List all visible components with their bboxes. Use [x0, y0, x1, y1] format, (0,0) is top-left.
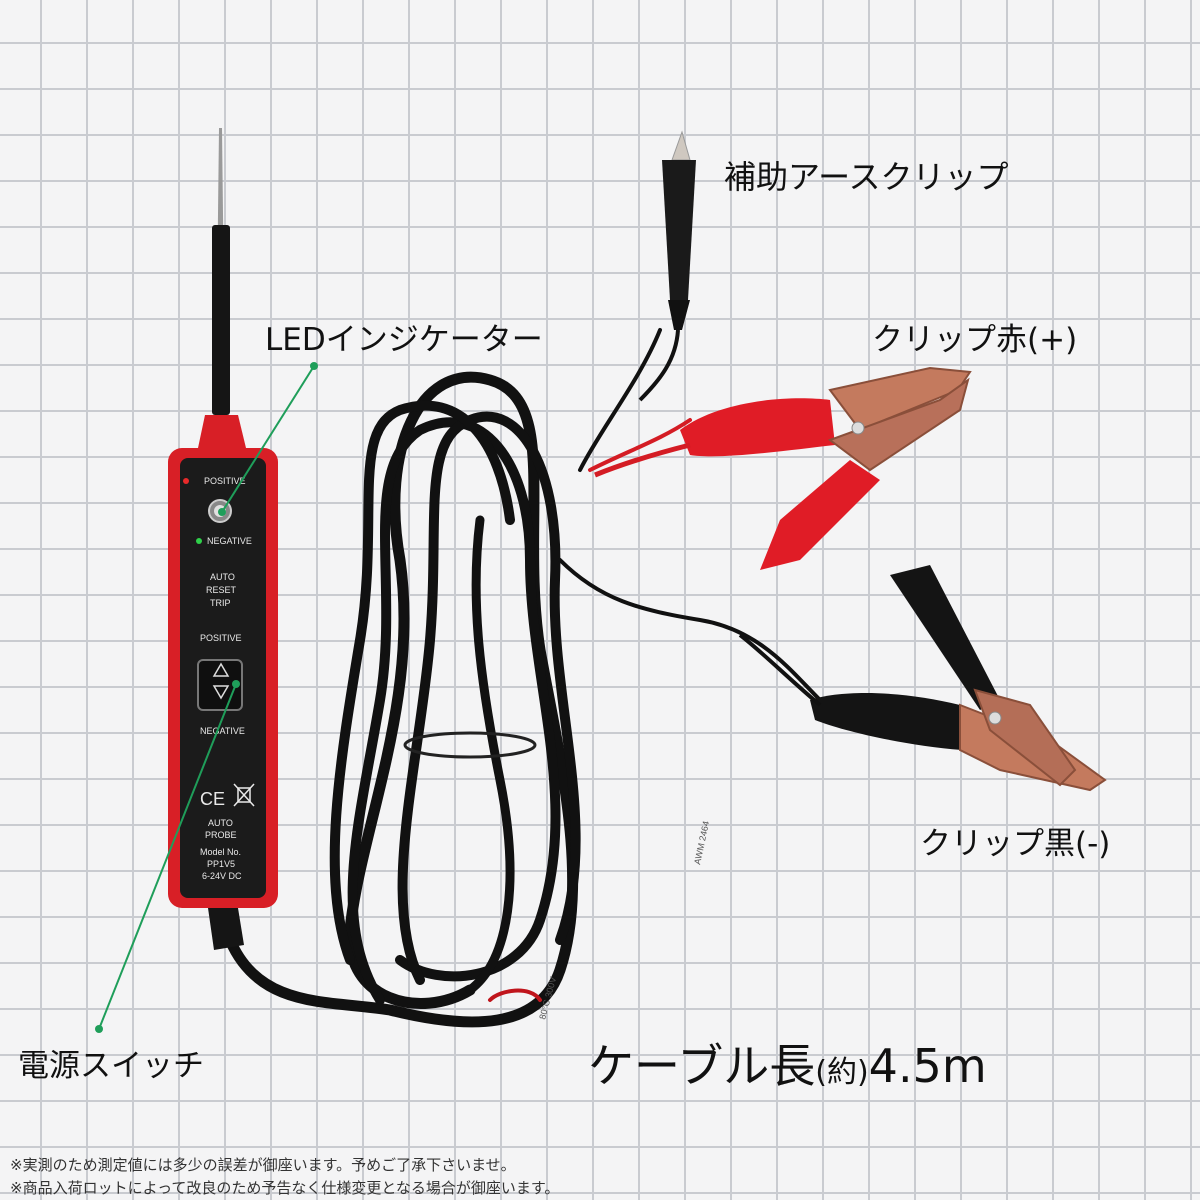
cable-coil [224, 328, 822, 1028]
cable-length-prefix: ケーブル長 [588, 1039, 816, 1093]
probe-voltage: 6-24V DC [202, 871, 242, 881]
probe-auto-reset-trip-2: RESET [206, 585, 237, 595]
footnote-spec-change: ※商品入荷ロットによって改良のため予告なく仕様変更となる場合が御座います。 [10, 1179, 560, 1197]
probe-model-number: PP1V5 [207, 859, 235, 869]
probe-auto-probe-1: AUTO [208, 818, 233, 828]
probe-positive-top: POSITIVE [204, 476, 246, 486]
black-clip [738, 565, 1107, 792]
cable-length-paren: (約) [815, 1055, 869, 1090]
probe-auto-reset-trip-3: TRIP [210, 598, 231, 608]
label-clip-red: クリップ赤(+) [872, 322, 1078, 358]
label-cable-length: ケーブル長(約)4.5m [588, 1030, 987, 1096]
probe-positive-mid: POSITIVE [200, 633, 242, 643]
probe-body: POSITIVE NEGATIVE AUTO RESET TRIP POSITI… [168, 448, 278, 908]
probe-model-label: Model No. [200, 847, 241, 857]
aux-ground-clip [638, 130, 696, 402]
cable-print-1: AWM 2464 [692, 820, 711, 865]
ce-mark: CE [200, 789, 225, 809]
label-aux-ground-clip: 補助アースクリップ [724, 158, 1009, 196]
probe-tip [198, 128, 246, 448]
probe-auto-reset-trip-1: AUTO [210, 572, 235, 582]
footnote-measurement: ※実測のため測定値には多少の誤差が御座います。予めご了承下さいませ。 [10, 1156, 516, 1174]
weee-bin-icon [233, 783, 255, 807]
cable-tie [403, 731, 537, 759]
red-clip [594, 366, 972, 570]
cable-length-value: 4.5m [868, 1039, 987, 1093]
leader-switch [95, 680, 240, 1033]
probe-negative-top: NEGATIVE [207, 536, 252, 546]
leader-led [218, 362, 318, 516]
label-clip-black: クリップ黒(-) [920, 826, 1111, 862]
label-power-switch: 電源スイッチ [18, 1048, 204, 1084]
probe-auto-probe-2: PROBE [205, 830, 237, 840]
probe-negative-mid: NEGATIVE [200, 726, 245, 736]
label-led-indicator: LEDインジケーター [265, 322, 543, 358]
strain-relief [208, 908, 244, 950]
